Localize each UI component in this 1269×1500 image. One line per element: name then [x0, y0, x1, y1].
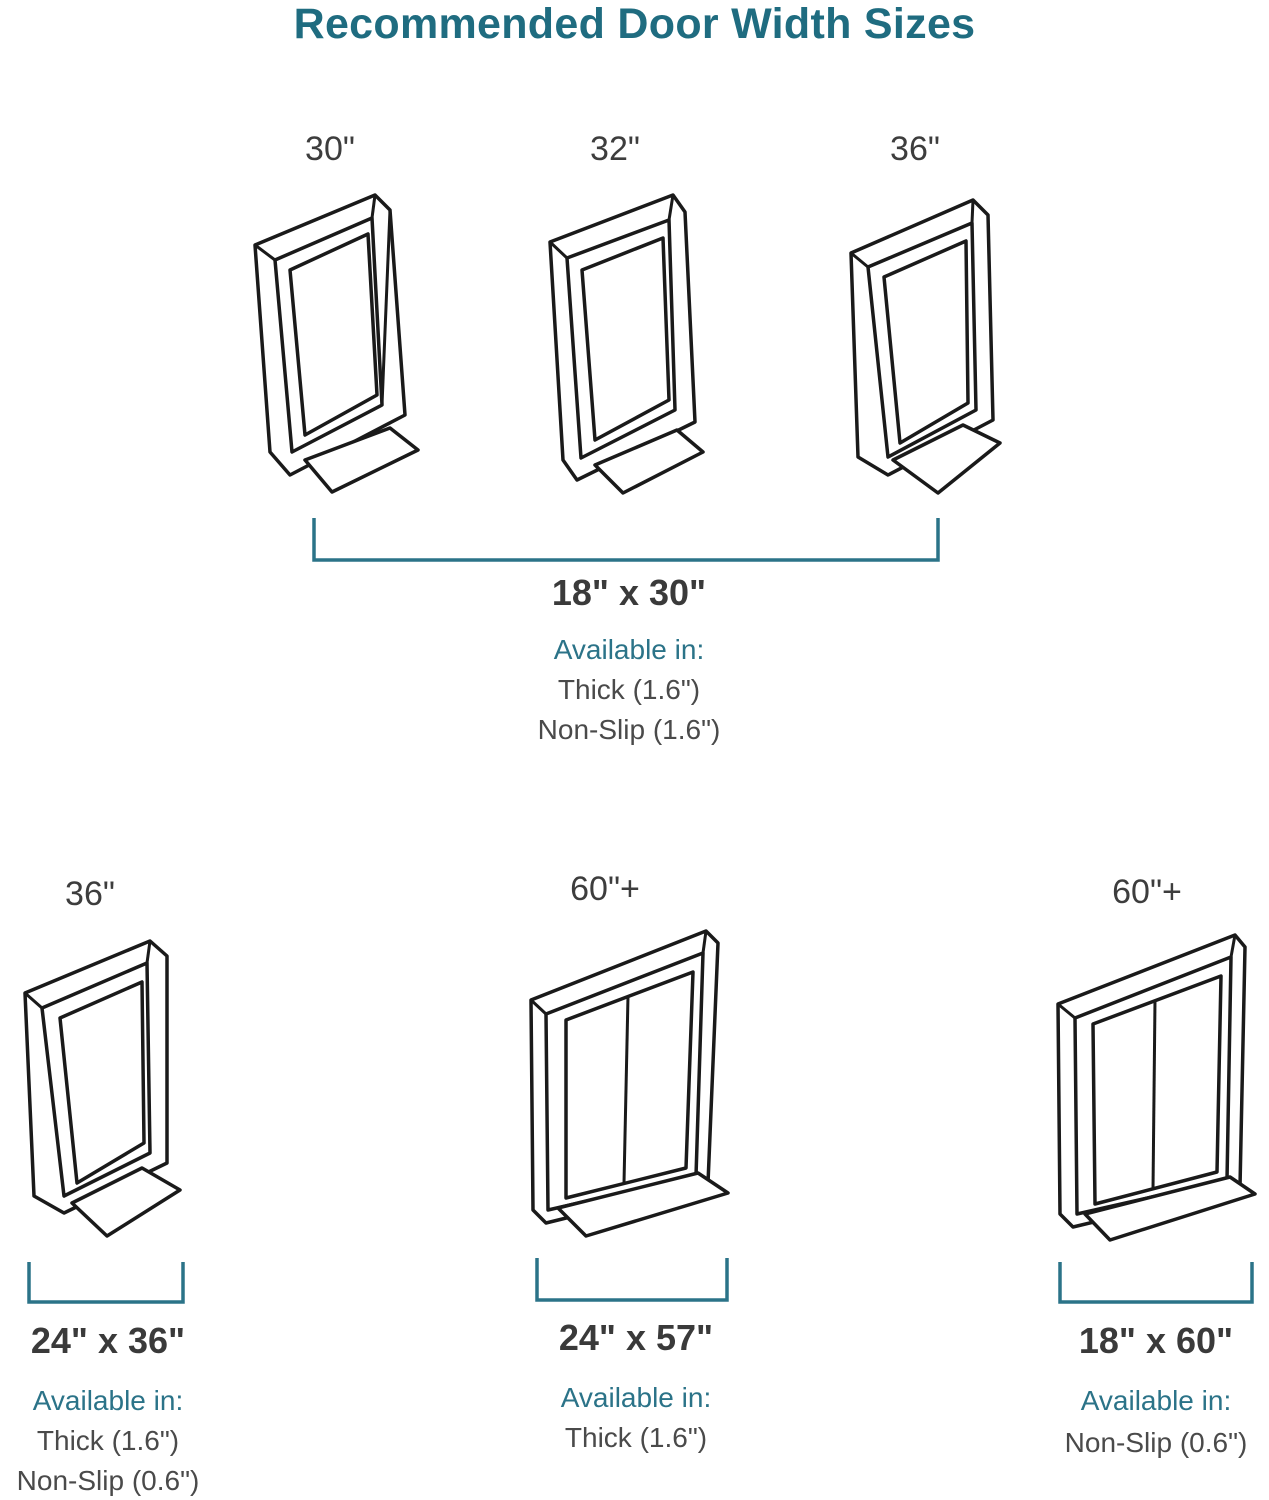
available-option: Non-Slip (0.6")	[16, 1465, 200, 1496]
mat-size-label: 24" x 57"	[558, 1317, 714, 1358]
size-bracket	[312, 518, 940, 562]
mat-size-label: 24" x 36"	[30, 1320, 186, 1361]
door-width-label: 36"	[890, 130, 940, 168]
available-option: Non-Slip (1.6")	[537, 714, 721, 745]
door-width-label: 60"+	[570, 870, 640, 908]
single-door-icon	[23, 939, 182, 1238]
available-option: Non-Slip (0.6")	[1064, 1427, 1248, 1458]
door-width-label: 32"	[590, 130, 640, 168]
mat-size-label: 18" x 30"	[551, 572, 707, 613]
available-option: Thick (1.6")	[557, 674, 701, 705]
door-width-label: 60"+	[1112, 873, 1182, 911]
double-door-icon	[1056, 933, 1257, 1242]
size-bracket	[1058, 1262, 1254, 1304]
mat-size-label: 18" x 60"	[1078, 1320, 1234, 1361]
door-width-label: 30"	[305, 130, 355, 168]
size-bracket	[27, 1262, 185, 1304]
available-option: Thick (1.6")	[36, 1425, 180, 1456]
available-in-heading: Available in:	[560, 1382, 712, 1413]
available-option: Thick (1.6")	[564, 1422, 708, 1453]
double-door-icon	[529, 929, 730, 1238]
single-door-icon	[849, 198, 1002, 495]
available-in-heading: Available in:	[32, 1385, 184, 1416]
available-in-heading: Available in:	[553, 634, 705, 665]
single-door-icon	[253, 193, 420, 494]
size-bracket	[535, 1258, 729, 1302]
single-door-icon	[548, 193, 705, 495]
available-in-heading: Available in:	[1080, 1385, 1232, 1416]
page-title: Recommended Door Width Sizes	[293, 0, 976, 48]
door-width-label: 36"	[65, 875, 115, 913]
